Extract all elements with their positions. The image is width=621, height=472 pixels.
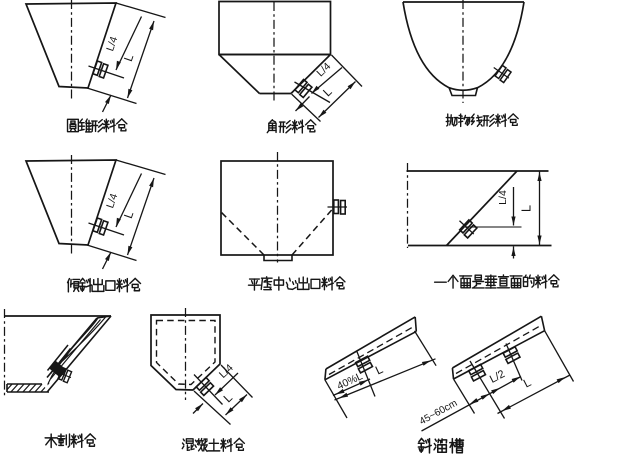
svg-text:L: L <box>121 52 137 63</box>
svg-text:45~60cm: 45~60cm <box>418 398 460 428</box>
svg-text:L: L <box>121 209 137 220</box>
svg-text:L/4: L/4 <box>497 190 509 205</box>
svg-text:L: L <box>320 84 335 99</box>
svg-text:L/4: L/4 <box>104 192 120 210</box>
svg-text:L/4: L/4 <box>314 60 333 79</box>
svg-text:L/2: L/2 <box>488 368 507 386</box>
svg-text:L: L <box>221 390 236 405</box>
svg-text:L/4: L/4 <box>104 35 120 53</box>
svg-text:L: L <box>373 362 385 378</box>
svg-text:L: L <box>518 205 533 212</box>
svg-text:L: L <box>521 375 534 391</box>
